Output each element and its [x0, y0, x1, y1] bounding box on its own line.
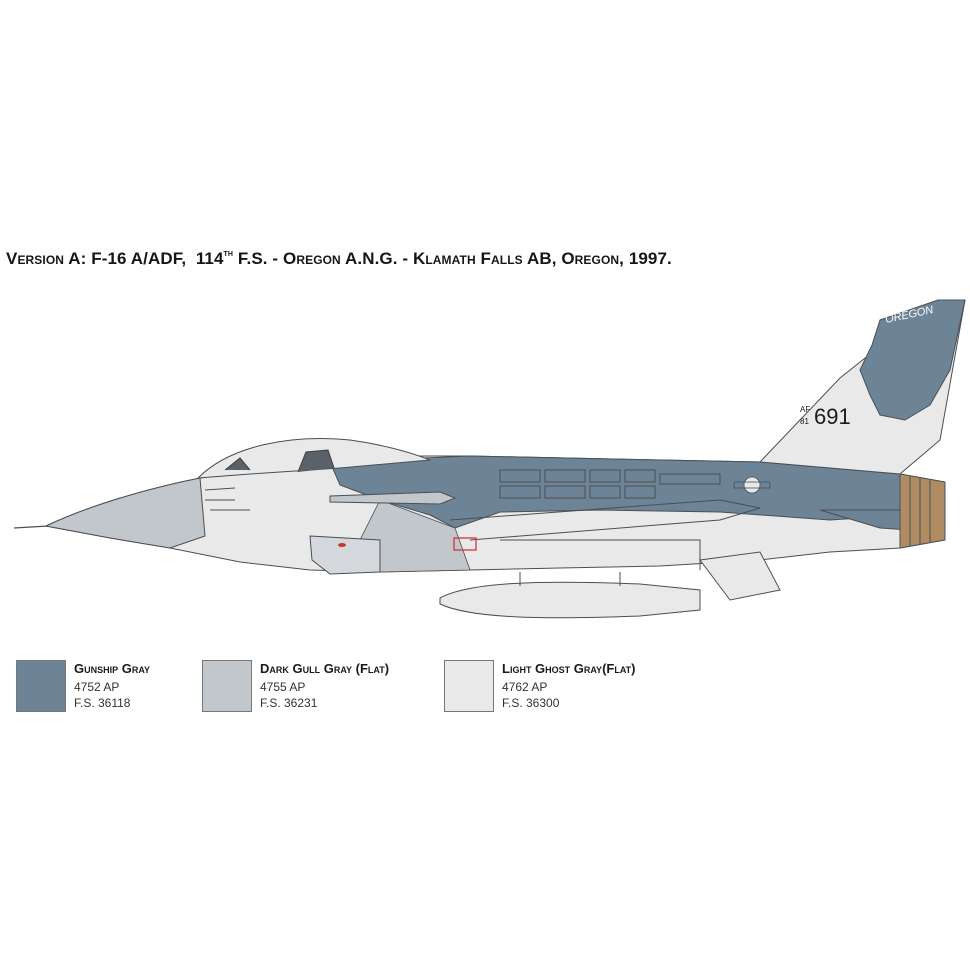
legend-name: Gunship Gray [74, 661, 151, 676]
national-insignia [733, 476, 771, 494]
vertical-tail-camo [859, 299, 966, 421]
legend-code: 4755 AP [260, 680, 306, 694]
legend-code: 4762 AP [502, 680, 548, 694]
legend-fs: F.S. 36300 [502, 696, 560, 710]
f16-side-profile: OREGON AF 81 691 [13, 299, 966, 619]
legend-code: 4752 AP [74, 680, 120, 694]
version-title: Version A: F-16 A/ADF, 114th F.S. - Oreg… [6, 248, 966, 269]
ventral-fin [699, 551, 781, 601]
engine-intake [309, 535, 381, 575]
swatch-light-ghost-gray [444, 660, 494, 712]
canopy-frame [224, 449, 335, 473]
paint-legend: Gunship Gray 4752 AP F.S. 36118 Dark Gul… [16, 660, 716, 720]
tail-year-label: 81 [800, 417, 809, 426]
tail-af-label: AF [800, 405, 810, 414]
belly-camo [359, 499, 471, 573]
legend-name: Light Ghost Gray(Flat) [502, 661, 636, 676]
tail-number: 691 [814, 404, 851, 429]
intake-red-marking [338, 543, 346, 547]
nose-radome [44, 477, 206, 549]
swatch-dark-gull-gray [202, 660, 252, 712]
unit-suffix: th [223, 248, 234, 259]
legend-fs: F.S. 36118 [74, 696, 131, 710]
pitot-tube [13, 525, 49, 529]
model-label: F-16 A/ADF, [91, 249, 187, 268]
legend-item-dark-gull-gray: Dark Gull Gray (Flat) 4755 AP F.S. 36231 [202, 660, 432, 714]
legend-item-gunship-gray: Gunship Gray 4752 AP F.S. 36118 [16, 660, 196, 714]
unit-description: F.S. - Oregon A.N.G. - Klamath Falls AB,… [237, 249, 672, 268]
legend-item-light-ghost-gray: Light Ghost Gray(Flat) 4762 AP F.S. 3630… [444, 660, 684, 714]
panel-lines [204, 469, 721, 511]
engine-nozzle [899, 473, 946, 549]
legend-fs: F.S. 36231 [260, 696, 318, 710]
external-fuel-tank [439, 581, 701, 619]
version-label: Version A: [6, 249, 87, 268]
wing-missile [329, 491, 457, 505]
red-access-marking [453, 537, 477, 551]
unit-number: 114 [195, 249, 224, 268]
legend-name: Dark Gull Gray (Flat) [260, 661, 390, 676]
spine-camo [329, 455, 906, 529]
swatch-gunship-gray [16, 660, 66, 712]
